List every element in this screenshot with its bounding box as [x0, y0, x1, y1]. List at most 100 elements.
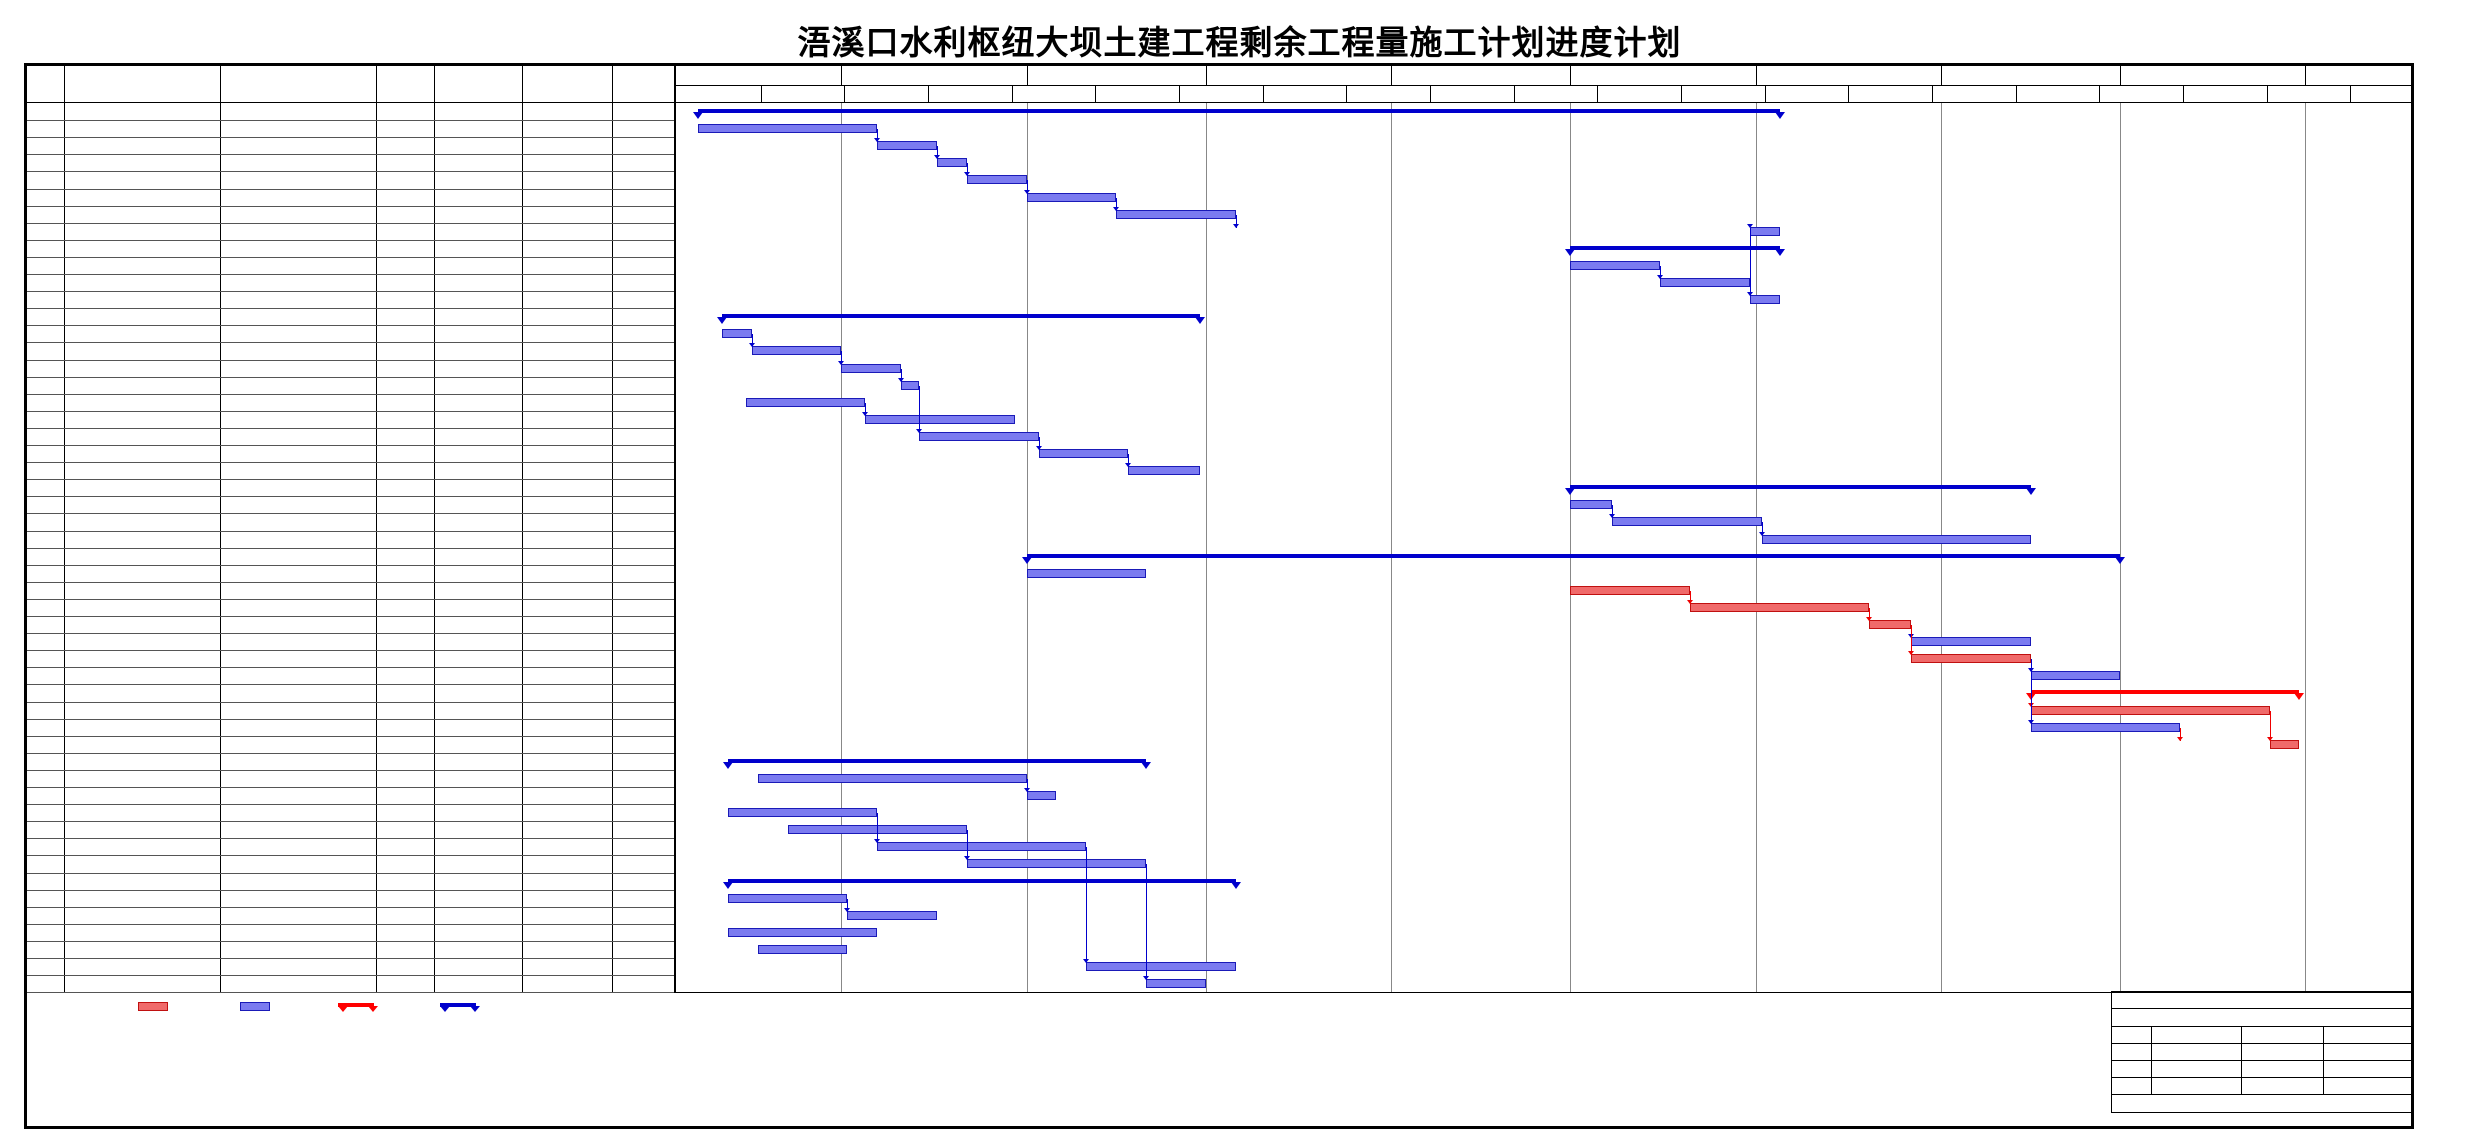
task-name-cell	[64, 599, 220, 616]
task-bar[interactable]	[877, 842, 1087, 852]
task-bar[interactable]	[1761, 534, 2031, 544]
task-bar[interactable]	[901, 380, 919, 390]
task-bar[interactable]	[865, 414, 1015, 424]
task-bar[interactable]	[1116, 209, 1236, 219]
table-column-line	[64, 66, 65, 993]
task-bar[interactable]	[1128, 466, 1200, 476]
task-end-cell	[434, 411, 522, 428]
task-bar[interactable]	[1869, 620, 1912, 629]
dependency-link	[1038, 436, 1040, 450]
task-bar[interactable]	[787, 825, 967, 835]
summary-bar[interactable]	[727, 758, 1147, 763]
task-bar[interactable]	[919, 431, 1039, 441]
task-bar[interactable]	[877, 141, 937, 151]
task-bar[interactable]	[966, 859, 1147, 869]
task-bar[interactable]	[2030, 722, 2180, 732]
task-bar[interactable]	[1570, 500, 1613, 510]
task-id-cell	[27, 736, 64, 753]
dependency-arrow	[748, 343, 755, 348]
task-pred-cell	[522, 702, 612, 719]
task-bar[interactable]	[727, 927, 878, 937]
dependency-link	[966, 830, 968, 861]
summary-bar[interactable]	[1570, 485, 2031, 490]
table-row-line	[27, 787, 674, 788]
task-bar[interactable]	[727, 893, 848, 903]
summary-bar[interactable]	[721, 314, 1200, 319]
month-separator	[1940, 66, 1942, 85]
task-bar[interactable]	[757, 773, 1027, 783]
task-dur-cell	[220, 873, 376, 890]
task-bar[interactable]	[727, 808, 878, 818]
task-dur-cell	[220, 394, 376, 411]
task-bar[interactable]	[2030, 671, 2121, 681]
task-bar[interactable]	[936, 158, 967, 168]
task-bar[interactable]	[697, 124, 878, 134]
task-bar[interactable]	[751, 346, 842, 356]
task-bar[interactable]	[1570, 260, 1661, 270]
task-end-cell	[434, 702, 522, 719]
task-bar[interactable]	[2269, 739, 2300, 749]
task-name-cell	[64, 736, 220, 753]
task-name-cell	[64, 445, 220, 462]
task-end-cell	[434, 719, 522, 736]
summary-bar[interactable]	[727, 878, 1236, 883]
task-pred-cell	[522, 377, 612, 394]
task-end-cell	[434, 154, 522, 171]
task-bar[interactable]	[1911, 654, 2031, 664]
dependency-arrow	[963, 172, 970, 177]
task-id-cell	[27, 804, 64, 821]
task-bar[interactable]	[1689, 602, 1870, 612]
summary-end-marker	[1194, 317, 1205, 325]
task-start-cell	[376, 120, 434, 137]
task-bar[interactable]	[1086, 962, 1236, 971]
summary-bar[interactable]	[1026, 553, 2121, 558]
task-pred-cell	[522, 171, 612, 188]
task-bar[interactable]	[1612, 517, 1762, 527]
task-pred-cell	[522, 513, 612, 530]
table-row-line	[27, 633, 674, 635]
task-bar[interactable]	[1026, 568, 1147, 578]
task-dur-cell	[220, 411, 376, 428]
task-bar[interactable]	[757, 944, 848, 954]
task-name-cell	[64, 377, 220, 394]
task-name-cell	[64, 171, 220, 188]
task-bar[interactable]	[1146, 979, 1206, 989]
task-bar[interactable]	[1570, 585, 1690, 595]
task-bar[interactable]	[1026, 192, 1117, 202]
task-bar[interactable]	[1026, 791, 1057, 800]
task-dur-cell	[220, 599, 376, 616]
title-block-line	[2241, 1026, 2242, 1094]
task-bar[interactable]	[1038, 449, 1129, 458]
task-bar[interactable]	[966, 175, 1027, 185]
task-start-cell	[376, 154, 434, 171]
task-id-cell	[27, 787, 64, 804]
task-id-cell	[27, 855, 64, 872]
task-bar[interactable]	[847, 910, 937, 920]
table-column-line	[376, 66, 377, 993]
task-start-cell	[376, 445, 434, 462]
task-start-cell	[376, 958, 434, 975]
title-block-line	[2323, 1026, 2324, 1094]
task-end-cell	[434, 838, 522, 855]
task-bar[interactable]	[841, 363, 902, 373]
summary-bar[interactable]	[1570, 245, 1780, 250]
legend-critical-swatch	[138, 1002, 168, 1011]
task-start-cell	[376, 496, 434, 513]
task-bar[interactable]	[1911, 637, 2031, 647]
chart-grid-line	[1940, 102, 1942, 993]
task-bar[interactable]	[2030, 705, 2270, 715]
task-bar[interactable]	[745, 397, 866, 407]
task-end-cell	[434, 325, 522, 342]
task-id-cell	[27, 189, 64, 206]
task-bar[interactable]	[1749, 295, 1780, 305]
summary-bar[interactable]	[2030, 690, 2300, 695]
legend-normal-summary-swatch	[440, 1003, 476, 1007]
task-end-cell	[434, 342, 522, 359]
summary-end-marker	[1141, 761, 1152, 769]
task-bar[interactable]	[721, 329, 752, 339]
table-row-line	[27, 992, 674, 994]
task-bar[interactable]	[1749, 226, 1780, 236]
summary-bar[interactable]	[697, 109, 1780, 113]
task-bar[interactable]	[1660, 278, 1750, 287]
task-dur-cell	[220, 650, 376, 667]
